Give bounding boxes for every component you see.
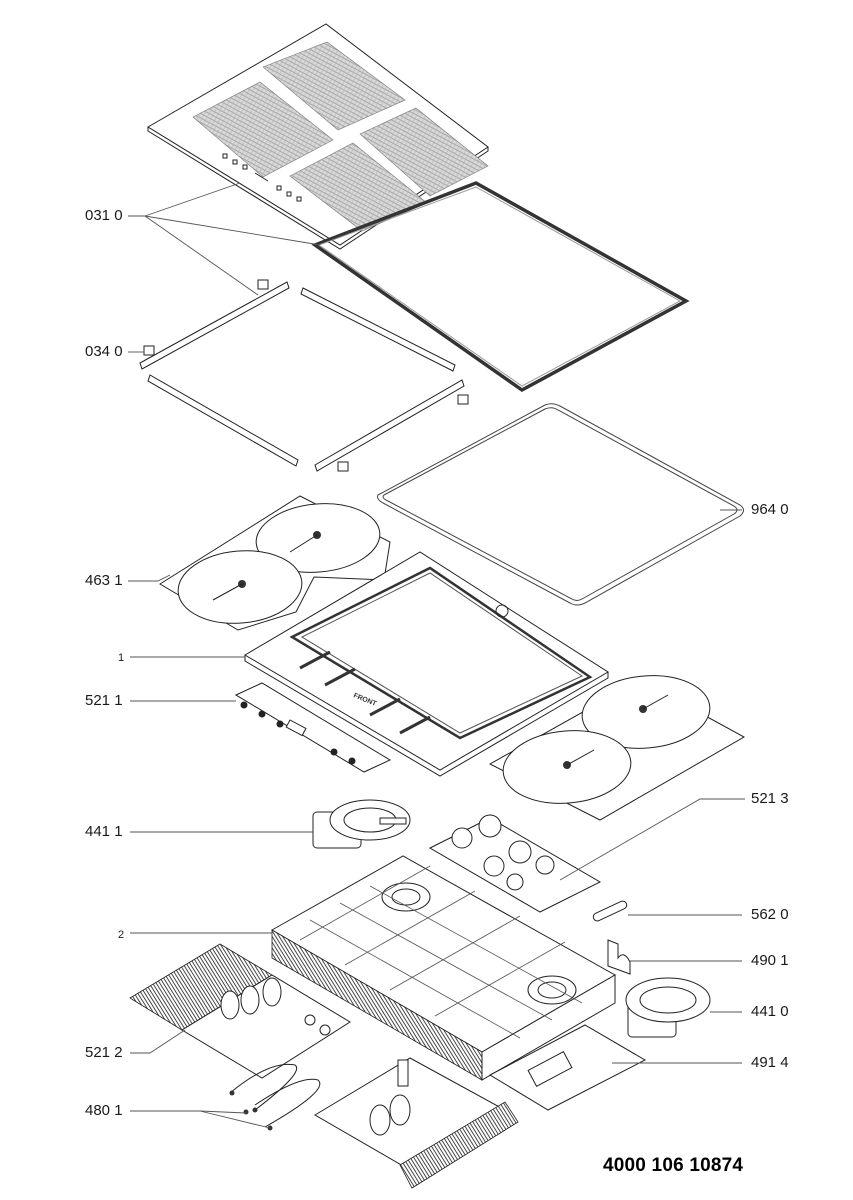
part-label-031-0: 031 0 (85, 207, 123, 224)
power-board-left (129, 943, 351, 1079)
base-tray-part (270, 855, 617, 1081)
part-label-521-1: 521 1 (85, 692, 123, 709)
mounting-clip (337, 461, 349, 472)
part-label-441-0: 441 0 (751, 1003, 789, 1020)
filter-board-part (428, 814, 602, 913)
power-board-right (314, 1057, 519, 1189)
glass-gasket-frame (311, 181, 690, 393)
hob-frame-part: FRONT (244, 551, 609, 777)
part-label-491-4: 491 4 (751, 1054, 789, 1071)
part-label-490-1: 490 1 (751, 952, 789, 969)
cable-set-part (229, 1063, 321, 1131)
part-label-480-1: 480 1 (85, 1102, 123, 1119)
part-label-034-0: 034 0 (85, 343, 123, 360)
part-label-2: 2 (118, 929, 125, 941)
glass-cooktop-part (147, 23, 489, 250)
leader-lines (128, 182, 745, 1129)
induction-coil-plate-right (488, 675, 746, 821)
mounting-clip (257, 279, 269, 290)
cooling-fan-right (625, 977, 711, 1038)
part-label-964-0: 964 0 (751, 501, 789, 518)
part-label-521-3: 521 3 (751, 790, 789, 807)
cover-plate-part (488, 1024, 647, 1111)
mounting-clip (143, 345, 155, 356)
part-label-562-0: 562 0 (751, 906, 789, 923)
part-label-1: 1 (118, 652, 125, 664)
cooling-fan-left (312, 799, 411, 849)
document-number: 4000 106 10874 (603, 1155, 744, 1176)
part-label-463-1: 463 1 (85, 572, 123, 589)
touch-control-keys (222, 153, 302, 202)
induction-coil-plate-left (159, 495, 391, 631)
control-board-part (234, 682, 392, 773)
part-label-521-2: 521 2 (85, 1044, 123, 1061)
seal-gasket-part (377, 403, 744, 606)
fuse-part (592, 900, 628, 922)
part-label-441-1: 441 1 (85, 823, 123, 840)
side-rails-part (139, 279, 469, 472)
holder-bracket-part (607, 939, 631, 975)
mounting-clip (457, 394, 469, 405)
